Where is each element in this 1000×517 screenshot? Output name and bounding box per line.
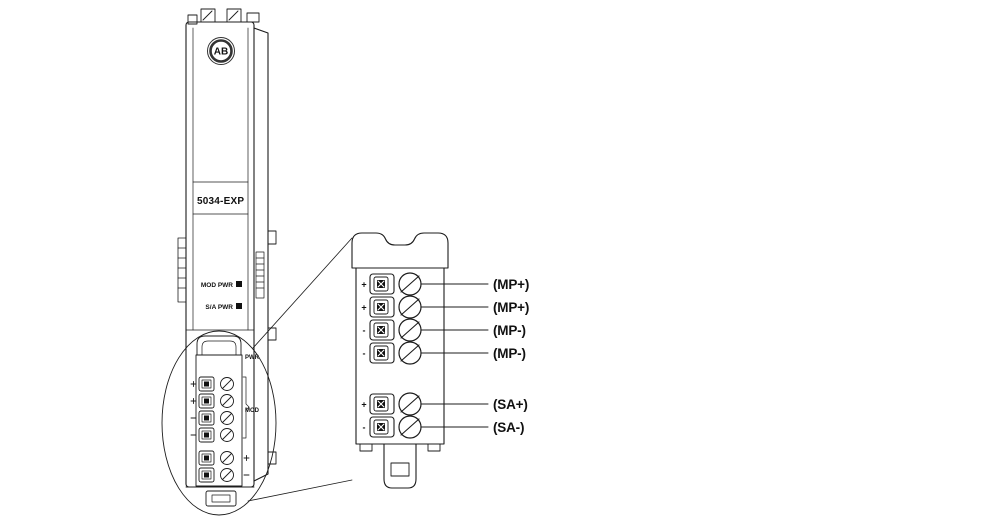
sa-pwr-led — [236, 303, 242, 309]
terminal-label: (SA-) — [493, 420, 524, 435]
rtb-body — [195, 354, 243, 487]
zoom-line-bottom — [247, 479, 353, 502]
polarity-mark: - — [363, 326, 366, 336]
side-tabs — [267, 230, 277, 465]
push-in-terminal — [369, 393, 395, 415]
push-in-terminal — [369, 319, 395, 341]
detail-body — [355, 267, 445, 445]
module-terminal — [190, 393, 234, 409]
terminal-label: (MP+) — [493, 300, 529, 315]
detail-top-bracket — [351, 232, 449, 269]
pwr-label: PWR — [245, 355, 260, 361]
zoom-line-top — [252, 237, 353, 349]
push-in-terminal — [369, 416, 395, 438]
terminal-label: (SA+) — [493, 397, 528, 412]
push-in-terminal — [369, 342, 395, 364]
polarity-mark: + — [361, 303, 366, 313]
push-in-terminal — [369, 273, 395, 295]
push-in-terminal — [369, 296, 395, 318]
module-terminal — [190, 427, 234, 443]
mod-bracket — [242, 376, 250, 439]
zoom-ellipse — [161, 330, 277, 516]
terminal-label: (MP+) — [493, 277, 529, 292]
mod-pwr-label: MOD PWR — [201, 282, 233, 289]
terminal-row: - (MP-) — [363, 341, 526, 365]
model-label: 5034-EXP — [197, 196, 244, 207]
terminal-row: + (SA+) — [361, 392, 528, 416]
bus-connector — [255, 251, 265, 299]
polarity-mark: + — [361, 280, 366, 290]
module-terminal — [198, 467, 250, 483]
ab-logo-text: AB — [214, 47, 228, 58]
bottom-foot-right — [427, 443, 441, 452]
sa-pwr-label: S/A PWR — [205, 304, 233, 311]
terminal-row: + (MP+) — [361, 272, 529, 296]
face-panel-lines — [185, 27, 255, 331]
module-terminal — [198, 450, 250, 466]
bottom-tab — [359, 443, 441, 489]
terminal-row: - (SA-) — [363, 415, 524, 439]
polarity-mark: + — [361, 400, 366, 410]
mod-pwr-led — [236, 281, 242, 287]
polarity-mark: - — [363, 349, 366, 359]
mod-label: MOD — [245, 408, 260, 414]
ab-logo: AB — [207, 37, 235, 65]
polarity-mark: - — [363, 423, 366, 433]
terminal-block-detail: + (MP+) + — [351, 232, 529, 489]
terminal-row: + (MP+) — [361, 295, 529, 319]
terminal-label: (MP-) — [493, 346, 526, 361]
terminal-row: - (MP-) — [363, 318, 526, 342]
expansion-module: AB 5034-EXP MOD PWR — [177, 8, 277, 507]
module-side-flange — [253, 27, 269, 482]
bottom-tab-notch — [390, 462, 410, 477]
status-indicators: MOD PWR S/A PWR — [201, 281, 242, 311]
rtb-hood-inner — [201, 340, 237, 356]
module-base — [185, 486, 255, 507]
bottom-foot-left — [359, 443, 373, 452]
rtb-hood — [196, 335, 242, 356]
din-connector — [177, 237, 187, 303]
module-terminal — [190, 376, 234, 392]
module-terminal-block: PWR MOD — [190, 335, 260, 487]
module-terminal — [190, 410, 234, 426]
terminal-label: (MP-) — [493, 323, 526, 338]
